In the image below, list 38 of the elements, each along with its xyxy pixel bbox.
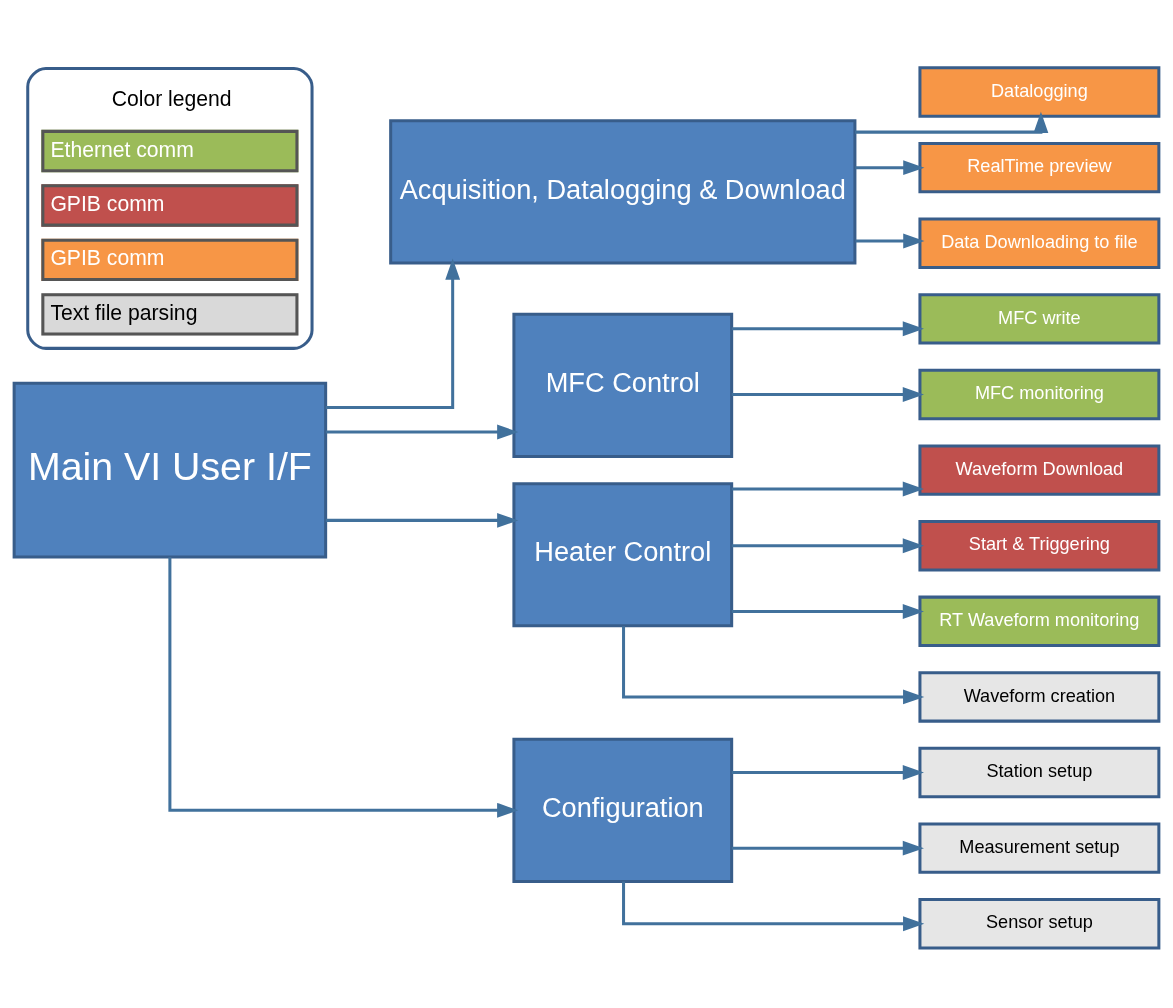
label: Color legend (111, 86, 232, 110)
arrow (622, 625, 925, 704)
arrow (855, 111, 1049, 134)
node-box: RealTime preview (918, 141, 1161, 193)
legend-label: Text file parsing (50, 300, 198, 324)
arrow (731, 764, 924, 780)
node-box: Start & Triggering (918, 519, 1161, 571)
arrow (731, 603, 924, 619)
arrow (325, 258, 461, 409)
node-box: MFC write (918, 292, 1161, 345)
arrow (731, 537, 924, 553)
node-box: Sensor setup (918, 897, 1161, 949)
node-box: MFC Control (512, 312, 734, 458)
node-box: Configuration (512, 737, 734, 883)
node-box: Heater Control (512, 481, 734, 627)
arrow (731, 481, 924, 496)
node-box: Acquisition, Datalogging & Download (389, 118, 857, 264)
node-box: Datalogging (918, 65, 1161, 118)
node-box: Station setup (918, 746, 1161, 798)
arrow (855, 233, 925, 248)
node-box: Measurement setup (918, 821, 1161, 874)
node-box: Waveform Download (918, 443, 1161, 496)
node-box: RT Waveform monitoring (918, 595, 1161, 647)
legend-label: GPIB comm (50, 191, 165, 215)
legend-label: GPIB comm (50, 246, 165, 269)
arrow (731, 320, 924, 336)
node-box: Waveform creation (918, 670, 1161, 723)
arrow (622, 881, 925, 931)
node-box: MFC monitoring (918, 368, 1161, 420)
node-box: Main VI User I/F (12, 381, 328, 559)
legend-label: Ethernet comm (50, 137, 194, 161)
arrow (731, 840, 924, 856)
arrow (325, 424, 519, 439)
node-box: Data Downloading to file (918, 217, 1161, 269)
arrow (855, 159, 925, 175)
arrow (731, 386, 924, 402)
arrow (325, 512, 519, 528)
arrow (168, 556, 519, 818)
